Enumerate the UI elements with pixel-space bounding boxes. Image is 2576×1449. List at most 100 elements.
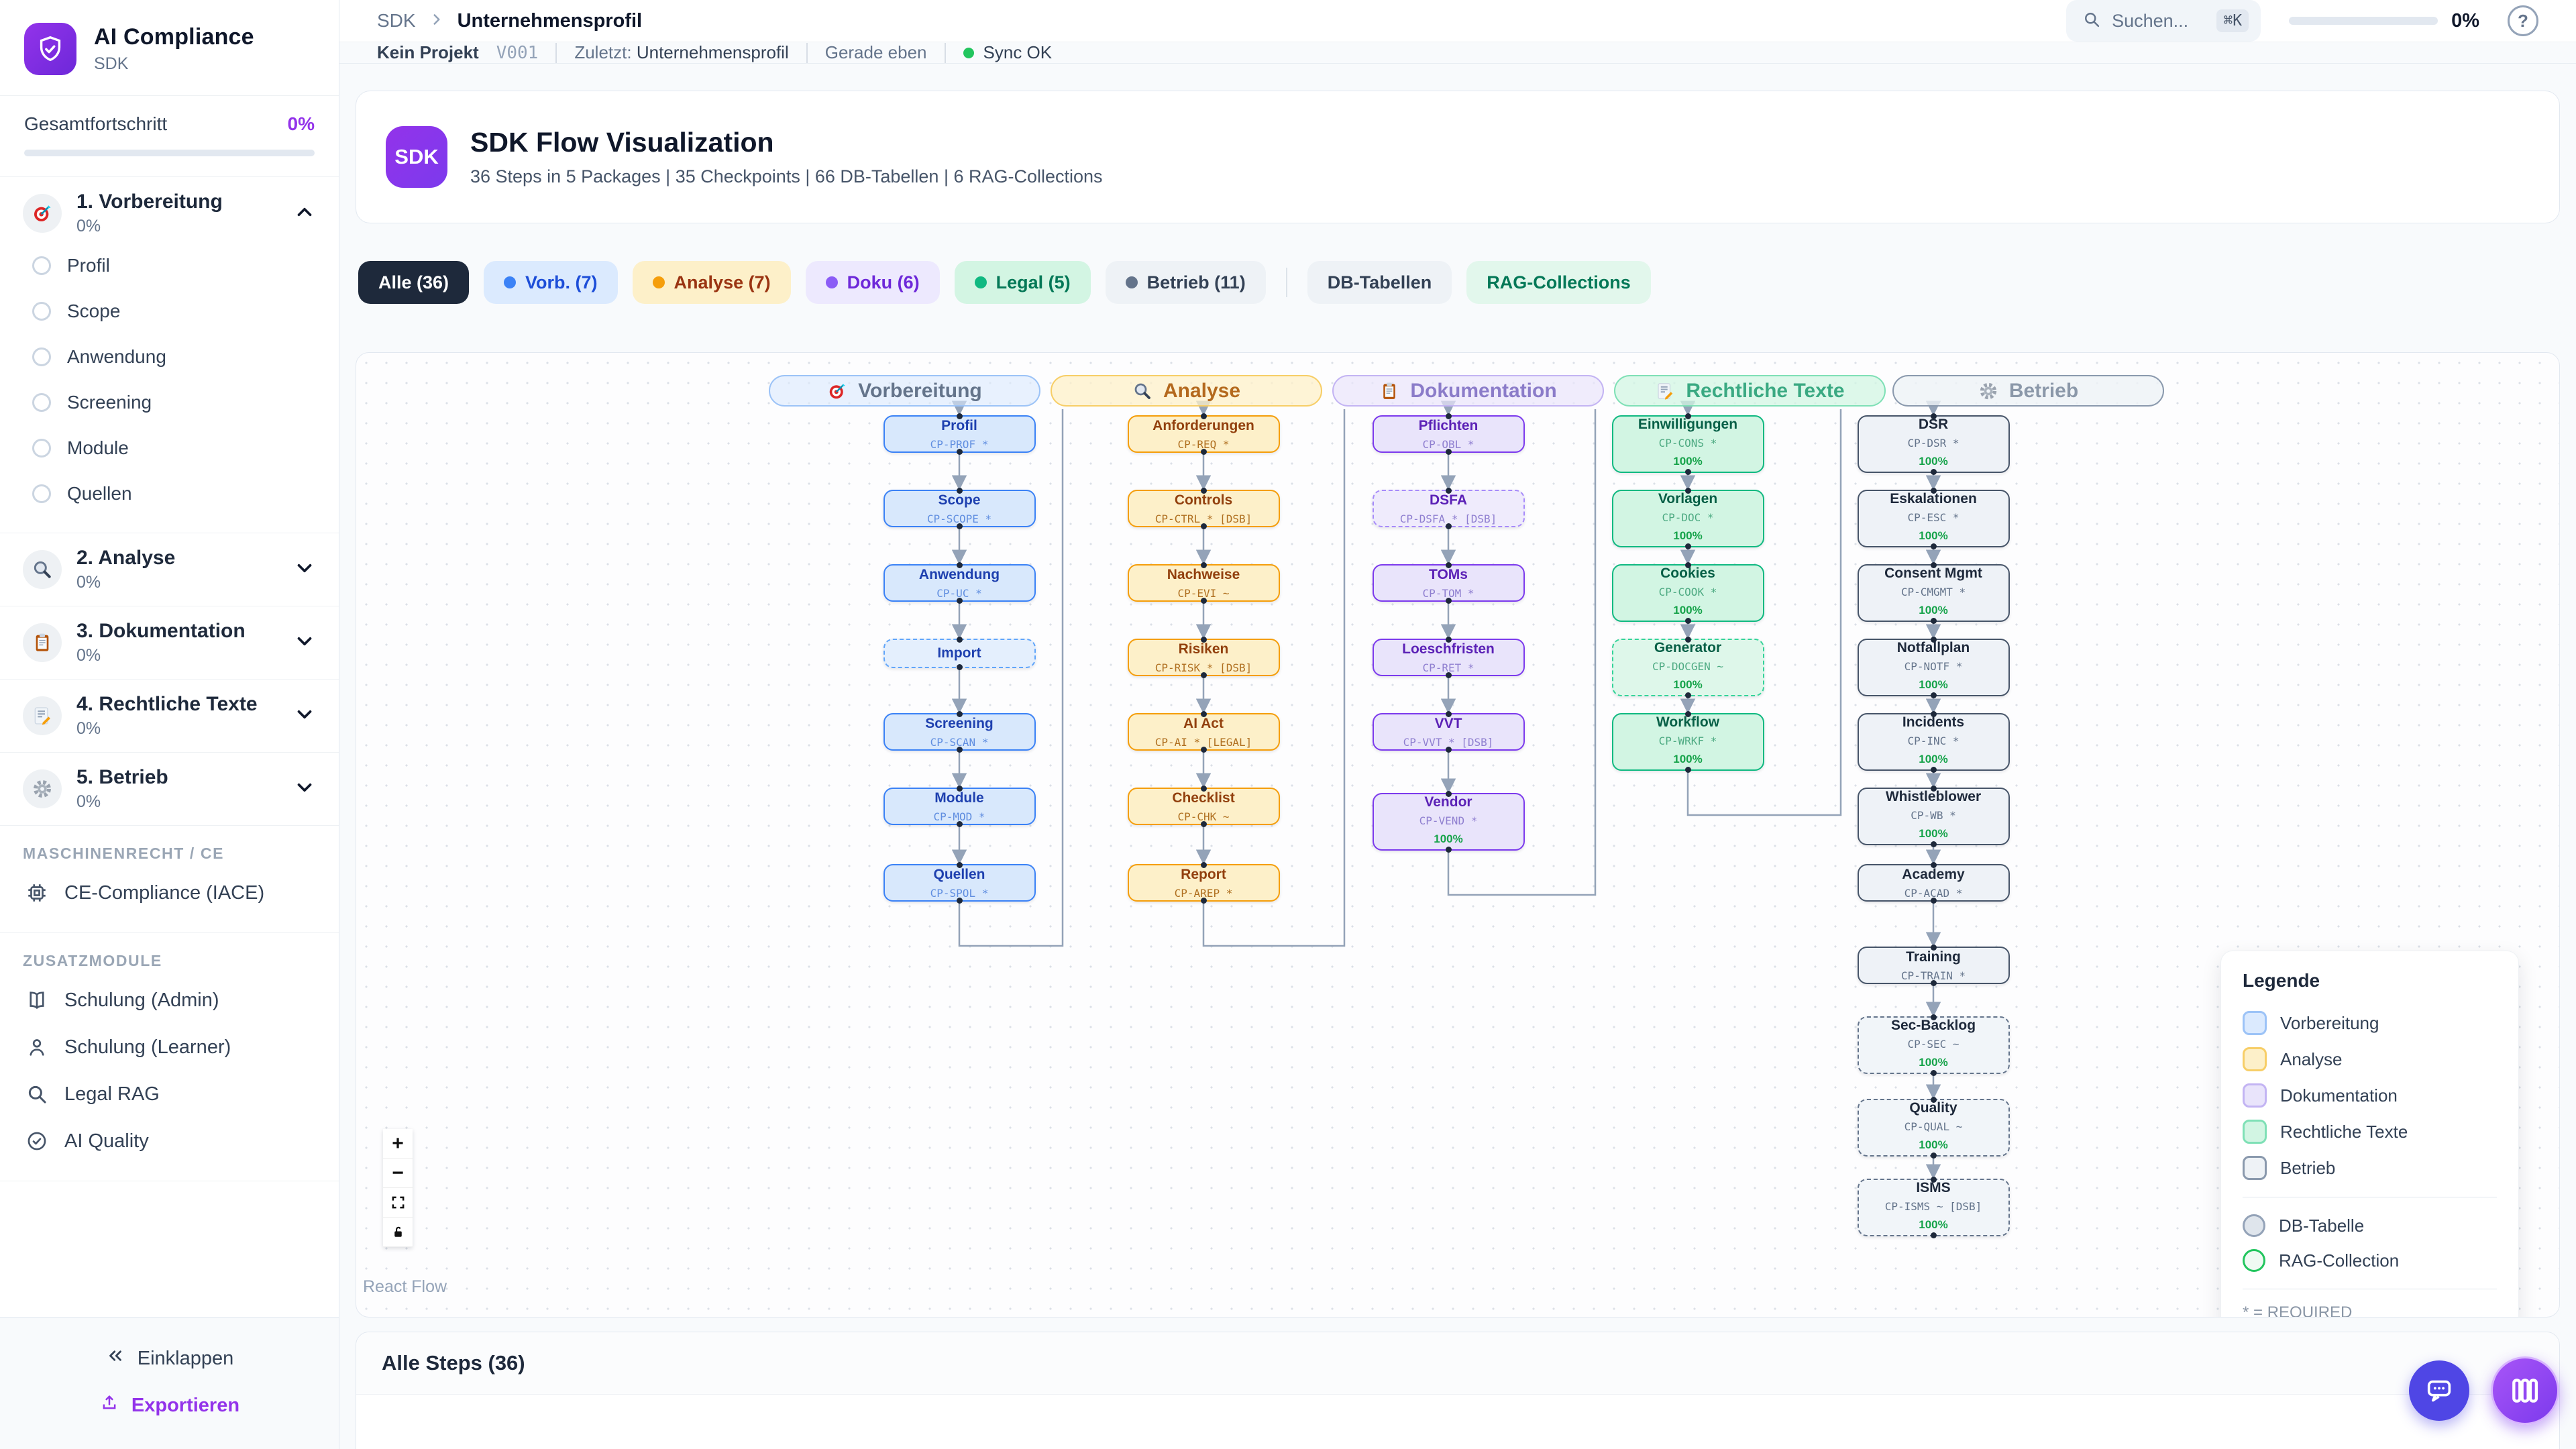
node-progress-value: 100% [1673,752,1703,765]
sidebar-item-legal-rag[interactable]: Legal RAG [23,1071,316,1118]
flow-group-vorbereitung[interactable]: Vorbereitung [769,375,1040,407]
filter-chip-alle-[interactable]: Alle (36) [358,261,470,304]
node-code: CP-REQ * [1177,437,1230,451]
sidebar-item-screening[interactable]: Screening [23,380,316,425]
filter-chip-rag-collections[interactable]: RAG-Collections [1466,261,1651,304]
node-code: CP-MOD * [933,810,985,823]
last-label: Zuletzt: [574,42,632,62]
overall-progress: Gesamtfortschritt 0% [0,96,339,177]
chat-button[interactable] [2409,1360,2469,1421]
flow-node-import[interactable]: Import [883,637,1036,670]
sidebar-item-quellen[interactable]: Quellen [23,471,316,517]
magnifier-icon [32,559,53,580]
upload-icon [99,1393,119,1418]
sidebar-item-anwendung[interactable]: Anwendung [23,334,316,380]
node-title: Eskalationen [1890,490,1977,506]
zoom-out-button[interactable]: − [383,1159,413,1188]
chip-divider [1285,268,1287,297]
lock-button[interactable] [383,1218,413,1247]
flow-canvas[interactable]: Legende Vorbereitung Analyse Dokumentati… [356,352,2560,1318]
flow-group-rechtliche-texte[interactable]: Rechtliche Texte [1614,375,1886,407]
fit-view-icon [390,1195,406,1210]
collapse-sidebar-button[interactable]: Einklappen [0,1335,339,1382]
sidebar-item-schulung-admin-[interactable]: Schulung (Admin) [23,977,316,1024]
node-code: CP-WB * [1911,808,1956,822]
sidebar-item-module[interactable]: Module [23,425,316,471]
breadcrumb-sdk[interactable]: SDK [377,10,416,31]
flow-group-betrieb[interactable]: Betrieb [1892,375,2164,407]
help-button[interactable]: ? [2508,5,2538,36]
node-progress-value: 100% [1919,1218,1948,1231]
flow-group-analyse[interactable]: Analyse [1051,375,1322,407]
columns-view-button[interactable] [2491,1356,2559,1425]
filter-chip-doku-[interactable]: Doku (6) [805,261,940,304]
node-code: CP-DSR * [1907,436,1960,449]
node-title: Import [937,645,981,661]
node-progress-value: 100% [1673,678,1703,691]
filter-chip-betrieb-[interactable]: Betrieb (11) [1105,261,1266,304]
flow-group-title: Betrieb [2008,379,2079,402]
filter-chip-vorb-[interactable]: Vorb. (7) [484,261,618,304]
sidebar-item-ai-quality[interactable]: AI Quality [23,1118,316,1165]
zoom-in-button[interactable]: + [383,1129,413,1159]
shield-check-icon [24,23,76,75]
fit-view-button[interactable] [383,1188,413,1218]
filter-chip-analyse-[interactable]: Analyse (7) [632,261,791,304]
filter-chip-legal-[interactable]: Legal (5) [954,261,1091,304]
sidebar-item-ce-compliance-iace-[interactable]: CE-Compliance (IACE) [23,869,316,916]
export-button[interactable]: Exportieren [0,1382,339,1429]
sidebar-item-profil[interactable]: Profil [23,243,316,288]
flow-hero-card: SDK SDK Flow Visualization 36 Steps in 5… [356,91,2560,223]
flow-group-dokumentation[interactable]: Dokumentation [1332,375,1604,407]
node-title: DSFA [1429,492,1467,508]
sidebar-item-scope[interactable]: Scope [23,288,316,334]
filter-chip-db-tabellen[interactable]: DB-Tabellen [1307,261,1452,304]
sidebar-item-schulung-learner-[interactable]: Schulung (Learner) [23,1024,316,1071]
chevron-down-icon [293,703,316,726]
shield-check-icon [35,34,66,64]
node-title: Sec-Backlog [1890,1017,1976,1033]
search-input[interactable]: Suchen... ⌘K [2066,0,2261,42]
